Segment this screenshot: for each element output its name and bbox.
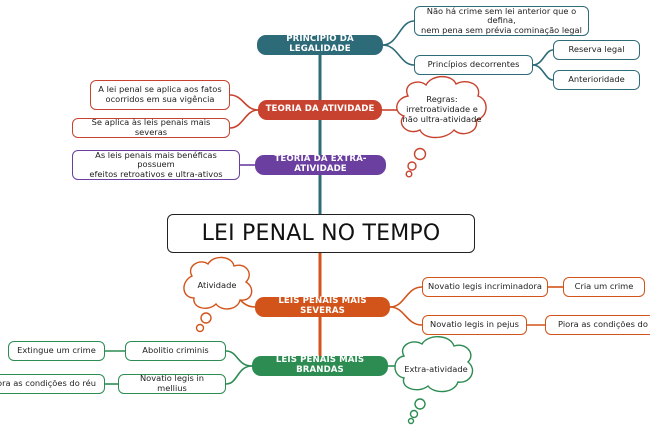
node-aplica-aos-fatos-line2: ocorridos em sua vigência	[105, 94, 215, 104]
cloud-regras[interactable]: Regras: irretroatividade e não ultra-ati…	[398, 88, 486, 132]
node-aplica-leis-severas[interactable]: Se aplica às leis penais mais severas	[72, 118, 230, 138]
link-principios-anterioridade	[532, 64, 554, 81]
node-cria-um-crime[interactable]: Cria um crime	[563, 277, 645, 297]
topic-leis-mais-brandas[interactable]: LEIS PENAIS MAIS BRANDAS	[252, 355, 388, 376]
topic-leis-mais-severas[interactable]: LEIS PENAIS MAIS SEVERAS	[255, 296, 390, 317]
node-aplica-aos-fatos-line1: A lei penal se aplica aos fatos	[98, 84, 222, 95]
cloud-regras-line1: Regras:	[426, 94, 458, 105]
cloud-atividade[interactable]: Atividade	[197, 280, 237, 291]
node-abolitio-criminis[interactable]: Abolitio criminis	[125, 341, 226, 361]
node-leis-beneficas[interactable]: As leis penais mais benéficas possuem ef…	[72, 150, 240, 180]
node-reserva-legal[interactable]: Reserva legal	[553, 40, 640, 60]
cloud-extra-atividade-shape	[394, 336, 474, 425]
cloud-regras-shape	[396, 75, 487, 178]
link-legalidade-nao-ha-crime	[382, 20, 415, 46]
link-severas-in-pejus	[389, 306, 423, 326]
central-topic[interactable]: LEI PENAL NO TEMPO	[167, 214, 475, 253]
node-novatio-in-pejus[interactable]: Novatio legis in pejus	[422, 315, 527, 335]
node-novatio-incriminadora[interactable]: Novatio legis incriminadora	[422, 277, 548, 297]
cloud-atividade-shape	[183, 256, 253, 333]
link-atividade-fatos	[229, 94, 259, 111]
link-brandas-in-mellius	[225, 365, 253, 385]
node-extingue-crime[interactable]: Extingue um crime	[8, 341, 105, 361]
node-anterioridade[interactable]: Anterioridade	[553, 70, 640, 90]
topic-teoria-extra-atividade[interactable]: TEORIA DA EXTRA-ATIVIDADE	[255, 154, 386, 175]
node-melhora-condicoes[interactable]: Melhora as condições do réu	[0, 374, 105, 394]
node-principios-decorrentes[interactable]: Princípios decorrentes	[414, 55, 533, 75]
node-novatio-in-mellius[interactable]: Novatio legis in mellius	[118, 374, 226, 394]
node-leis-beneficas-line2: efeitos retroativos e ultra-ativos	[89, 168, 223, 179]
node-piora-condicoes[interactable]: Piora as condições do	[545, 315, 650, 335]
cloud-regras-line2: irretroatividade e	[406, 104, 478, 115]
node-nao-ha-crime-line2: nem pena sem prévia cominação legal	[421, 24, 582, 35]
link-brandas-abolitio	[225, 350, 253, 367]
node-leis-beneficas-line1: As leis penais mais benéficas possuem	[95, 149, 217, 170]
link-legalidade-principios	[382, 44, 415, 66]
link-severas-incriminadora	[389, 286, 423, 308]
node-nao-ha-crime[interactable]: Não há crime sem lei anterior que o defi…	[414, 6, 589, 36]
topic-teoria-atividade[interactable]: TEORIA DA ATIVIDADE	[258, 100, 382, 120]
node-aplica-aos-fatos[interactable]: A lei penal se aplica aos fatos ocorrido…	[90, 80, 230, 110]
topic-principio-legalidade[interactable]: PRINCÍPIO DA LEGALIDADE	[257, 34, 383, 55]
cloud-extra-atividade[interactable]: Extra-atividade	[404, 364, 468, 375]
link-principios-reserva	[532, 49, 554, 66]
link-atividade-severas	[229, 109, 259, 129]
node-nao-ha-crime-line1: Não há crime sem lei anterior que o defi…	[426, 5, 577, 26]
cloud-regras-line3: não ultra-atividade	[402, 113, 482, 124]
